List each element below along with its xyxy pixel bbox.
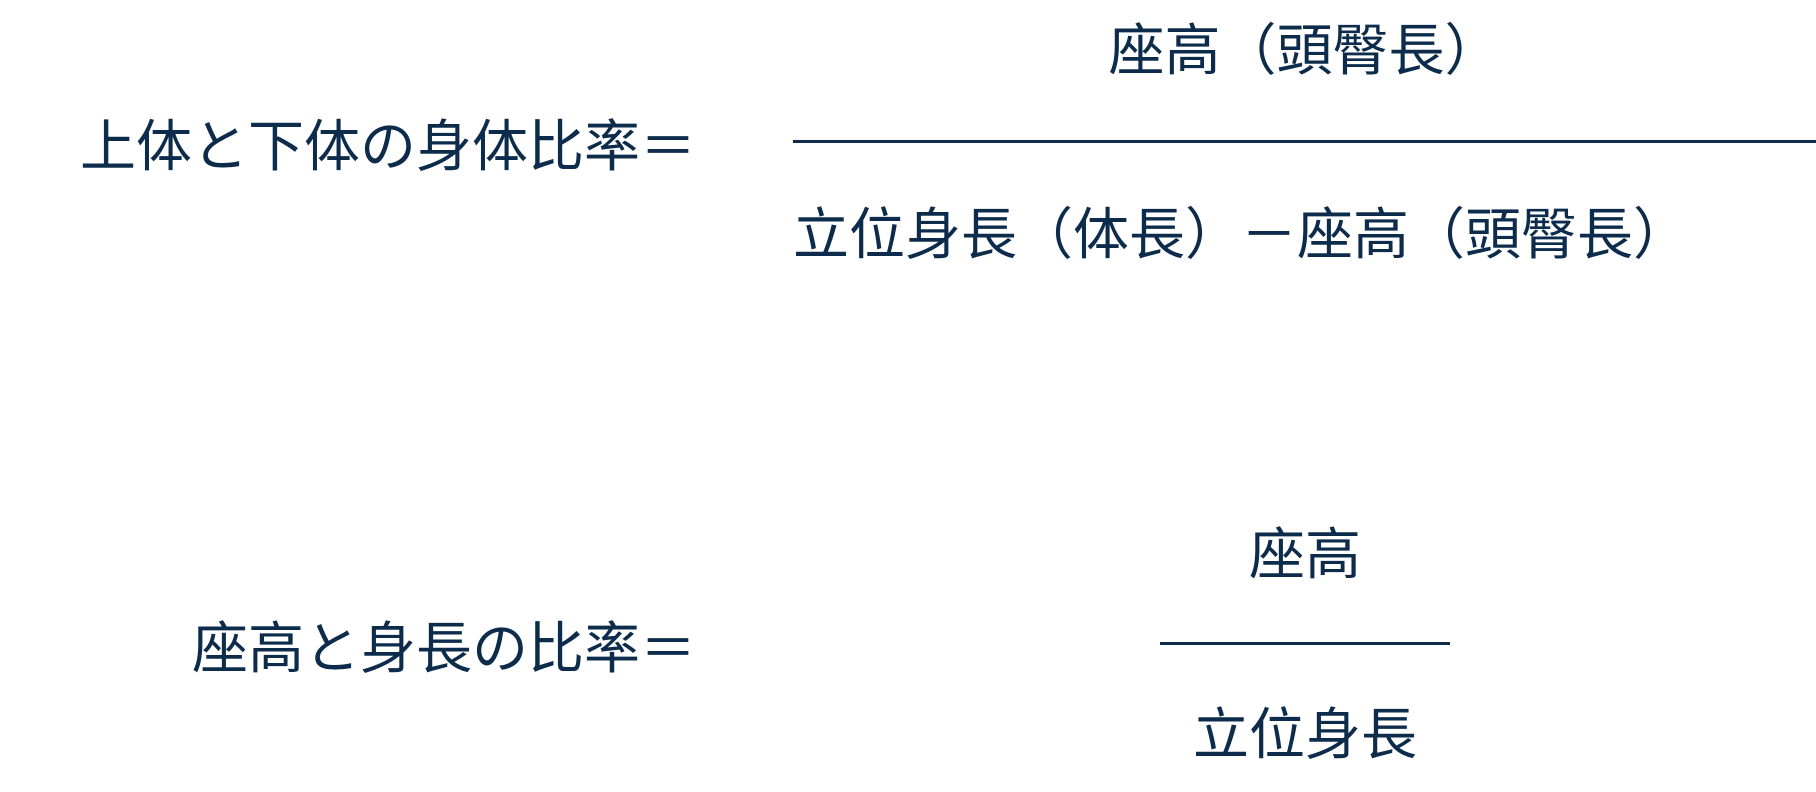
formula-label: 上体と下体の身体比率＝: [80, 115, 696, 180]
fraction-denominator: 立位身長（体長）－座高（頭臀長）: [793, 203, 1689, 268]
fraction-numerator: 座高（頭臀長）: [1108, 19, 1501, 84]
fraction-bar: [1160, 642, 1450, 645]
formula-sitting-height-ratio: 座高と身長の比率＝ 座高 立位身長: [0, 500, 1816, 792]
formula-label: 座高と身長の比率＝: [192, 617, 696, 682]
fraction-bar: [793, 140, 1816, 143]
fraction-numerator: 座高: [1249, 523, 1361, 588]
formula-upper-lower-body-ratio: 上体と下体の身体比率＝ 座高（頭臀長） 立位身長（体長）－座高（頭臀長）: [0, 0, 1816, 320]
fraction-denominator: 立位身長: [1193, 703, 1417, 768]
